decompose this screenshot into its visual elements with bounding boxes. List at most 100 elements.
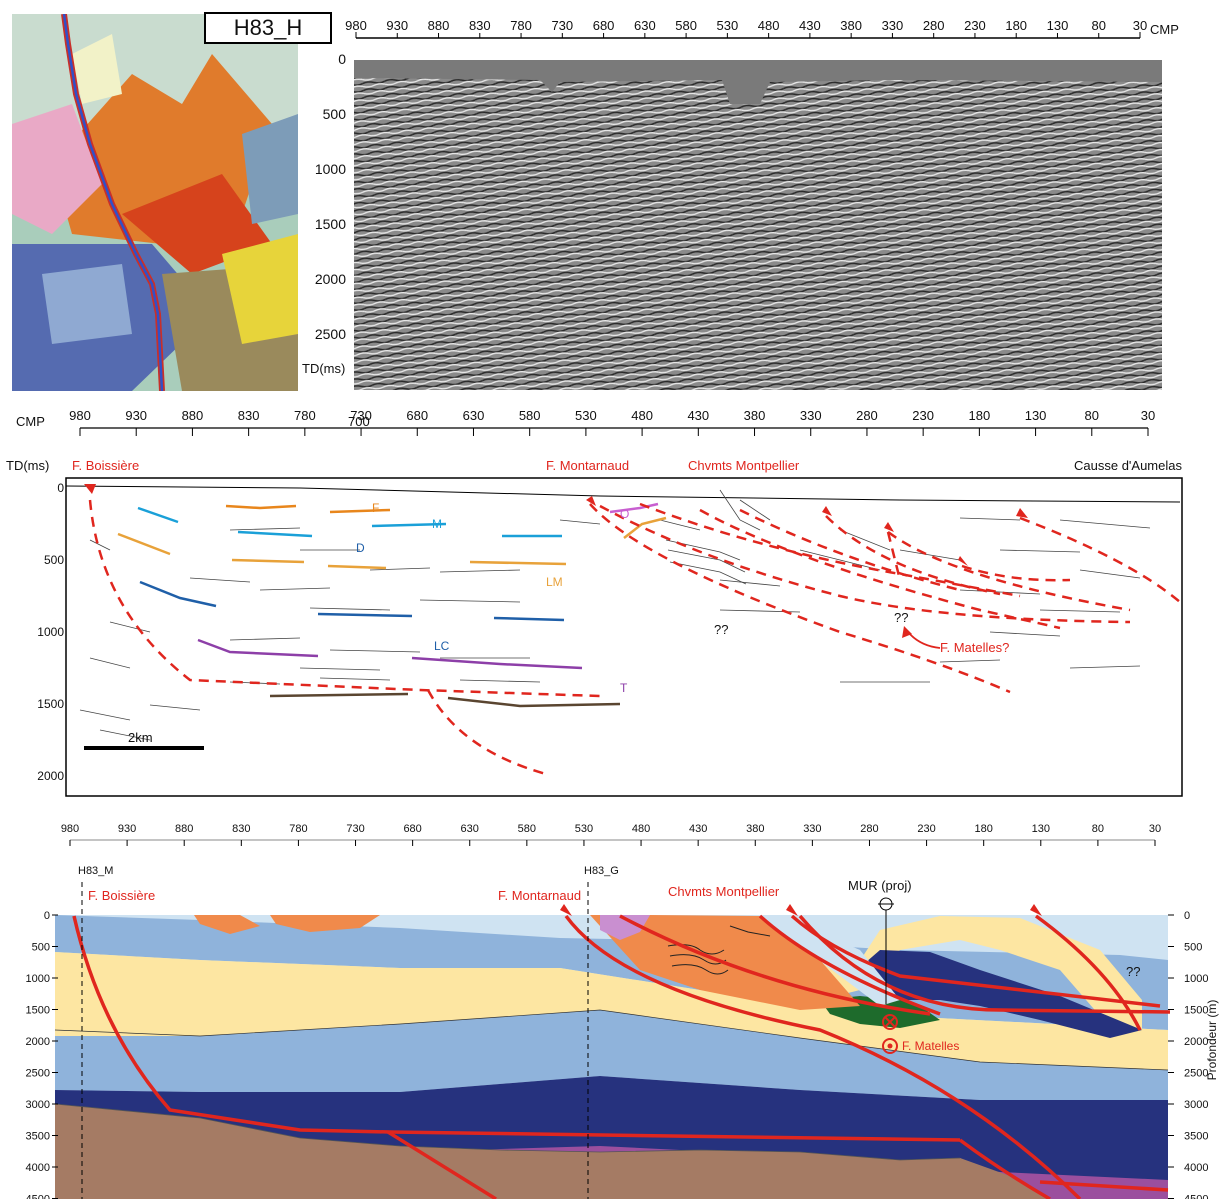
cmp-top-tick-label: 630 (634, 18, 656, 33)
cmp-bottom-tick-label: 480 (632, 823, 650, 835)
unknown-mid-2: ?? (894, 610, 908, 625)
reflectors (79, 489, 1151, 741)
depth-right-tick-label: 3000 (1184, 1099, 1208, 1111)
cmp-top-tick-label: 930 (386, 18, 408, 33)
fault-label-montarnaud: F. Montarnaud (546, 458, 629, 473)
depth-right-tick-label: 2000 (1184, 1036, 1208, 1048)
section-fault-boissiere: F. Boissière (88, 888, 155, 903)
depth-right-tick-label: 4000 (1184, 1162, 1208, 1174)
scale-bar-label: 2km (128, 730, 153, 745)
section-fault-montarnaud: F. Montarnaud (498, 888, 581, 903)
cmp-bottom-tick-label: 430 (689, 823, 707, 835)
depth-left-tick-label: 1000 (26, 973, 50, 985)
depth-axis-label: Profondeur (m) (1205, 1000, 1219, 1081)
cmp-bottom-tick-label: 280 (860, 823, 878, 835)
cmp-bottom-tick-label: 230 (917, 823, 935, 835)
unit-label-lm: LM (546, 575, 563, 589)
cmp-mid-tick-label: 330 (800, 408, 822, 423)
into-page-icon (882, 1014, 898, 1030)
cmp-label-mid: CMP (16, 414, 45, 429)
fault-label-montpellier: Chvmts Montpellier (688, 458, 800, 473)
cmp-mid-tick-label: 80 (1085, 408, 1099, 423)
fault-label-matelles-q: F. Matelles? (940, 640, 1009, 655)
cmp-top-tick-label: 730 (551, 18, 573, 33)
unit-label-m: M (432, 517, 442, 531)
cmp-top-tick-label: 380 (840, 18, 862, 33)
td-top-tick-label: 500 (323, 106, 347, 122)
depth-left-tick-label: 3500 (26, 1131, 50, 1143)
unit-label-o: O (620, 507, 629, 521)
cmp-mid-tick-label: 930 (125, 408, 147, 423)
td-mid-tick-label: 2000 (37, 769, 64, 783)
depth-left-tick-label: 2500 (26, 1068, 50, 1080)
td-mid-tick-label: 1500 (37, 697, 64, 711)
cmp-bottom-tick-label: 630 (461, 823, 479, 835)
cmp-bottom-tick-label: 580 (518, 823, 536, 835)
fault-arrowheads (84, 484, 1028, 566)
cmp-top-tick-label: 580 (675, 18, 697, 33)
td-top-tick-label: 1500 (315, 216, 346, 232)
cmp-bottom-tick-label: 30 (1149, 823, 1161, 835)
unit-label-d: D (356, 541, 365, 555)
depth-right-tick-label: 1000 (1184, 973, 1208, 985)
cmp-mid-tick-label: 130 (1025, 408, 1047, 423)
section-fault-arrowheads (560, 904, 1042, 916)
cmp-mid-tick-label: 380 (744, 408, 766, 423)
section-fault-matelles: F. Matelles (902, 1039, 959, 1053)
interpretation-frame (65, 477, 1183, 797)
cmp-top-tick-label: 880 (428, 18, 450, 33)
cmp-mid-tick-label: 730 (350, 408, 372, 423)
well-label-h83m: H83_M (78, 865, 113, 877)
cmp-overlap-tick: 700 (348, 414, 370, 429)
td-top-tick-label: 0 (338, 51, 346, 67)
cmp-bottom-tick-label: 930 (118, 823, 136, 835)
depth-left-tick-label: 500 (32, 942, 50, 954)
cmp-bottom-tick-label: 730 (346, 823, 364, 835)
cmp-axis-label: CMP (1150, 22, 1179, 37)
cmp-bottom-tick-label: 830 (232, 823, 250, 835)
cmp-top-tick-label: 830 (469, 18, 491, 33)
depth-right-tick-label: 2500 (1184, 1068, 1208, 1080)
unit-label-f: F (372, 501, 379, 515)
cmp-mid-tick-label: 680 (406, 408, 428, 423)
unit-label-lc: LC (434, 639, 450, 653)
td-top-tick-label: 2500 (315, 326, 346, 342)
depth-right-tick-label: 4500 (1184, 1194, 1208, 1199)
depth-left-tick-label: 4000 (26, 1162, 50, 1174)
td-top-tick-label: 1000 (315, 161, 346, 177)
depth-left-tick-label: 0 (44, 910, 50, 922)
cmp-mid-tick-label: 30 (1141, 408, 1155, 423)
cmp-bottom-tick-label: 330 (803, 823, 821, 835)
cmp-bottom-tick-label: 530 (575, 823, 593, 835)
cmp-mid-tick-label: 480 (631, 408, 653, 423)
section-fault-montpellier: Chvmts Montpellier (668, 884, 780, 899)
unknown-mid-1: ?? (714, 622, 728, 637)
cmp-top-tick-label: 280 (923, 18, 945, 33)
td-mid-tick-label: 500 (44, 553, 64, 567)
unknown-section: ?? (1126, 964, 1140, 979)
seismic-image (354, 60, 1162, 390)
cmp-mid-tick-label: 530 (575, 408, 597, 423)
cmp-top-tick-label: 680 (593, 18, 615, 33)
cmp-mid-tick-label: 580 (519, 408, 541, 423)
td-mid-tick-label: 0 (57, 481, 64, 495)
cmp-bottom-tick-label: 180 (975, 823, 993, 835)
profile-title: H83_H (204, 12, 332, 44)
depth-right-tick-label: 1500 (1184, 1005, 1208, 1017)
depth-left-tick-label: 2000 (26, 1036, 50, 1048)
depth-left-tick-label: 4500 (26, 1194, 50, 1199)
well-label-h83g: H83_G (584, 865, 619, 877)
cmp-bottom-tick-label: 80 (1092, 823, 1104, 835)
cmp-top-tick-label: 130 (1047, 18, 1069, 33)
depth-right-tick-label: 500 (1184, 942, 1202, 954)
cmp-top-tick-label: 480 (758, 18, 780, 33)
cmp-top-tick-label: 980 (345, 18, 367, 33)
interpreted-faults (88, 499, 1181, 776)
cmp-mid-tick-label: 880 (182, 408, 204, 423)
cmp-bottom-tick-label: 980 (61, 823, 79, 835)
depth-left-tick-label: 1500 (26, 1005, 50, 1017)
